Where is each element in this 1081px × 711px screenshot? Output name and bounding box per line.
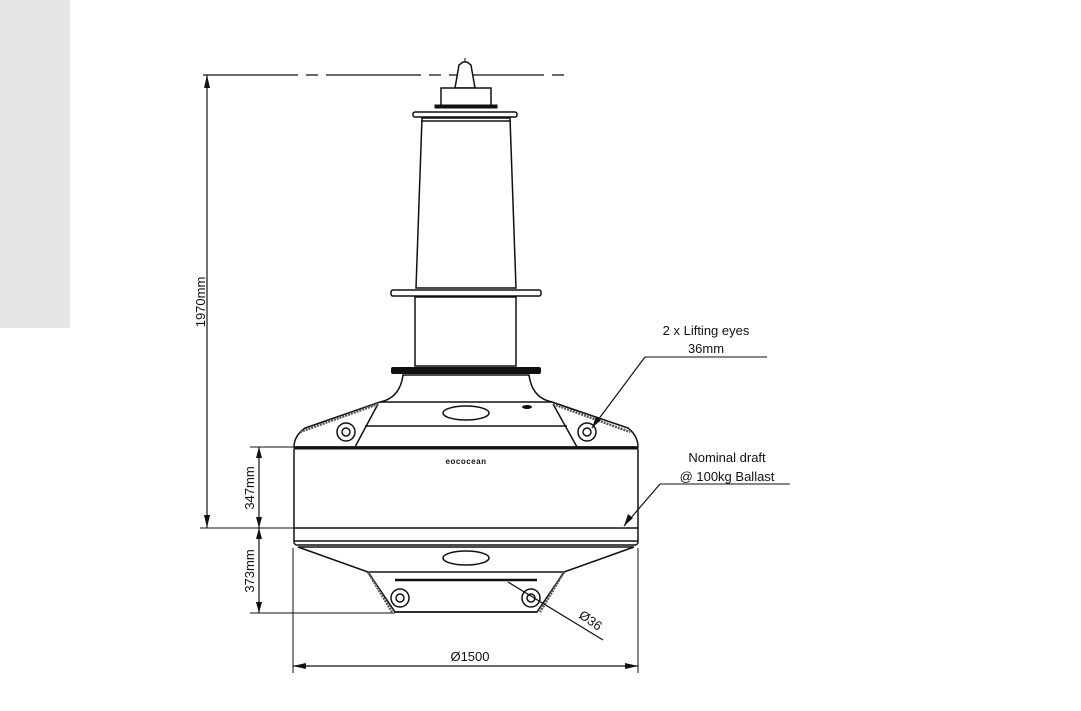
- lifting-eyes-callout: 2 x Lifting eyes 36mm: [591, 323, 767, 429]
- lifting-eyes-line1: 2 x Lifting eyes: [663, 323, 750, 338]
- diameter-dimension: Ø1500: [292, 548, 639, 673]
- side-panel: [0, 0, 70, 328]
- height-dimension: 1970mm: [193, 75, 300, 529]
- lifting-eye-right: [577, 422, 597, 442]
- lifting-eyes-line2: 36mm: [688, 341, 724, 356]
- upper-hull: [293, 374, 639, 448]
- nominal-draft-line1: Nominal draft: [688, 450, 766, 465]
- draft-dimensions: 347mm 373mm: [242, 446, 395, 614]
- nominal-draft-callout: Nominal draft @ 100kg Ballast: [623, 450, 790, 527]
- mast: [390, 58, 542, 374]
- lower-draft-label: 373mm: [242, 549, 257, 592]
- nominal-draft-line2: @ 100kg Ballast: [680, 469, 775, 484]
- eye-diameter-label: Ø36: [576, 607, 605, 633]
- logo: eococean: [446, 457, 487, 466]
- height-label: 1970mm: [193, 277, 208, 328]
- lifting-eye-left: [336, 422, 356, 442]
- upper-draft-label: 347mm: [242, 466, 257, 509]
- diameter-label: Ø1500: [450, 649, 489, 664]
- main-hull: eococean: [293, 446, 639, 546]
- bottom-eye-left: [390, 588, 410, 608]
- lower-hull: [297, 546, 635, 613]
